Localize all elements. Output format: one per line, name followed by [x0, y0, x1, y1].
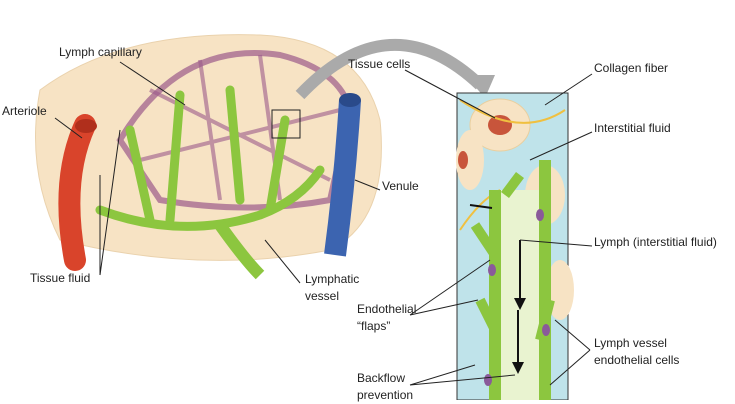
lymphatic-vessel — [215, 221, 265, 280]
label-endothelial-flaps: Endothelial “flaps” — [357, 301, 416, 335]
label-collagen-fiber: Collagen fiber — [594, 61, 669, 75]
label-line: Endothelial — [357, 302, 417, 316]
label-line: Lymphatic — [305, 272, 360, 286]
capillary-network — [116, 50, 354, 211]
label-interstitial-fluid: Interstitial fluid — [594, 121, 671, 135]
label-lymph-vessel-endothelial-cells: Lymph vessel endothelial cells — [594, 335, 679, 369]
label-venule: Venule — [382, 179, 419, 193]
label-line: vessel — [305, 289, 340, 303]
label-line: prevention — [357, 388, 414, 402]
label-backflow-prevention: Backflow prevention — [357, 370, 413, 404]
zoom-arrow — [295, 39, 485, 100]
label-arteriole: Arteriole — [2, 104, 47, 118]
label-line: “flaps” — [357, 319, 391, 333]
label-tissue-cells: Tissue cells — [348, 57, 411, 71]
label-lymph-capillary: Lymph capillary — [59, 45, 142, 59]
arteriole-vessel — [58, 114, 96, 271]
label-line: endothelial cells — [594, 353, 680, 367]
zoom-box — [271, 109, 301, 139]
vessel-closeup — [456, 92, 574, 400]
label-line: Lymph vessel — [594, 336, 667, 350]
venule-vessel — [324, 99, 361, 257]
label-lymphatic-vessel: Lymphatic vessel — [305, 271, 359, 305]
label-tissue-fluid: Tissue fluid — [30, 271, 91, 285]
label-lymph: Lymph (interstitial fluid) — [594, 235, 717, 249]
lymph-capillaries — [95, 85, 325, 231]
label-line: Backflow — [357, 371, 406, 385]
